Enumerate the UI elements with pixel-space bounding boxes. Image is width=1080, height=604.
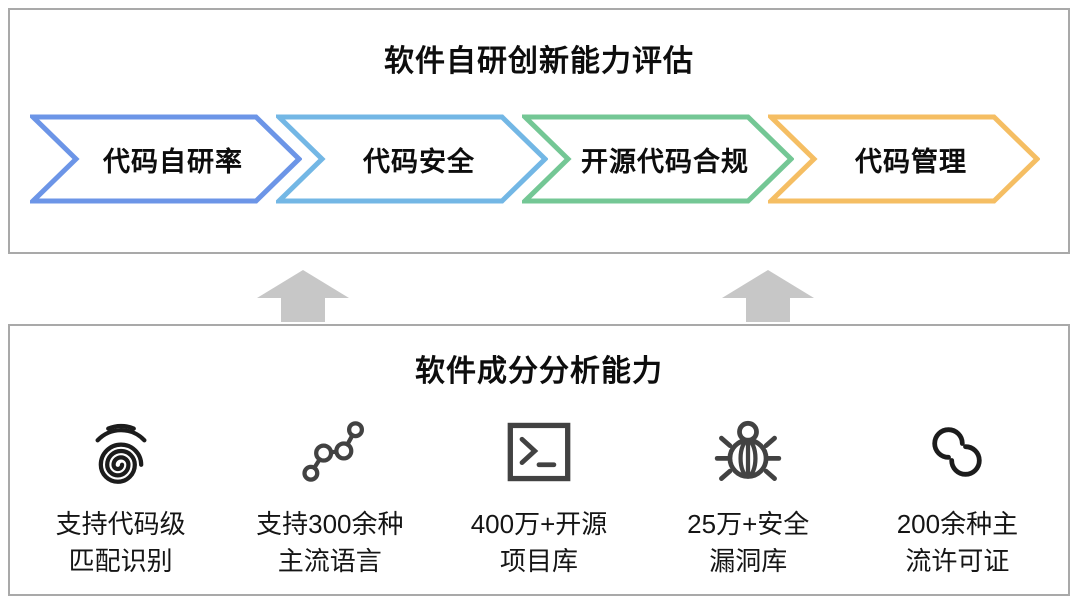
feature-vulnerability-db: 25万+安全 漏洞库 <box>644 418 853 580</box>
chevron-outline <box>522 114 794 204</box>
feature-languages: 支持300余种 主流语言 <box>225 418 434 580</box>
terminal-icon <box>507 422 571 482</box>
step-label: 代码管理 <box>855 146 967 177</box>
feature-label: 25万+安全 漏洞库 <box>687 506 809 580</box>
feature-label: 支持300余种 主流语言 <box>256 506 403 580</box>
up-arrow-icon <box>257 270 349 322</box>
step-label: 开源代码合规 <box>581 146 749 177</box>
step-code-security: 代码安全 <box>276 114 548 204</box>
step-code-management: 代码管理 <box>768 114 1040 204</box>
feature-label-line1: 25万+安全 <box>687 509 810 539</box>
feature-label-line2: 流许可证 <box>905 546 1010 576</box>
feature-label-line1: 200余种主 <box>896 509 1019 539</box>
feature-label-line1: 400万+开源 <box>470 509 608 539</box>
features-row: 支持代码级 匹配识别 支持300余种 主流语言 <box>10 418 1068 580</box>
feature-label-line2: 匹配识别 <box>68 546 173 576</box>
feature-open-source-projects: 400万+开源 项目库 <box>434 418 643 580</box>
assessment-panel: 软件自研创新能力评估 代码自研率 代码安全 开源代码合规 <box>8 8 1070 254</box>
feature-label-line1: 支持代码级 <box>55 509 186 539</box>
up-arrow-shape <box>257 270 349 322</box>
assessment-steps-row: 代码自研率 代码安全 开源代码合规 代码管理 <box>30 114 1040 204</box>
step-code-self-research-rate: 代码自研率 <box>30 114 302 204</box>
license-links-icon <box>932 427 983 477</box>
chevron-shape-icon <box>768 114 1040 204</box>
feature-label-line1: 支持300余种 <box>256 509 404 539</box>
up-arrow-icon <box>722 270 814 322</box>
chevron-outline <box>30 114 302 204</box>
feature-label: 200余种主 流许可证 <box>897 506 1018 580</box>
feature-licenses: 200余种主 流许可证 <box>853 418 1062 580</box>
fingerprint-icon <box>95 423 147 484</box>
feature-label-line2: 项目库 <box>500 546 579 576</box>
chevron-shape-icon <box>30 114 302 204</box>
chevron-outline <box>276 114 548 204</box>
step-label: 代码自研率 <box>103 146 243 177</box>
bug-icon <box>715 420 782 481</box>
chevron-shape-icon <box>276 114 548 204</box>
feature-code-level-match: 支持代码级 匹配识别 <box>16 418 225 580</box>
network-nodes-icon <box>302 421 364 482</box>
assessment-panel-title: 软件自研创新能力评估 <box>384 45 694 78</box>
step-open-source-compliance: 开源代码合规 <box>522 114 794 204</box>
feature-label-line2: 漏洞库 <box>709 546 788 576</box>
sca-panel: 软件成分分析能力 支持代码级 匹配识别 <box>8 324 1070 596</box>
chevron-outline <box>768 114 1040 204</box>
feature-label-line2: 主流语言 <box>277 546 382 576</box>
up-arrow-shape <box>722 270 814 322</box>
step-label: 代码安全 <box>363 146 475 177</box>
sca-panel-title: 软件成分分析能力 <box>415 355 663 388</box>
feature-label: 支持代码级 匹配识别 <box>56 506 186 580</box>
chevron-shape-icon <box>522 114 794 204</box>
feature-label: 400万+开源 项目库 <box>471 506 608 580</box>
